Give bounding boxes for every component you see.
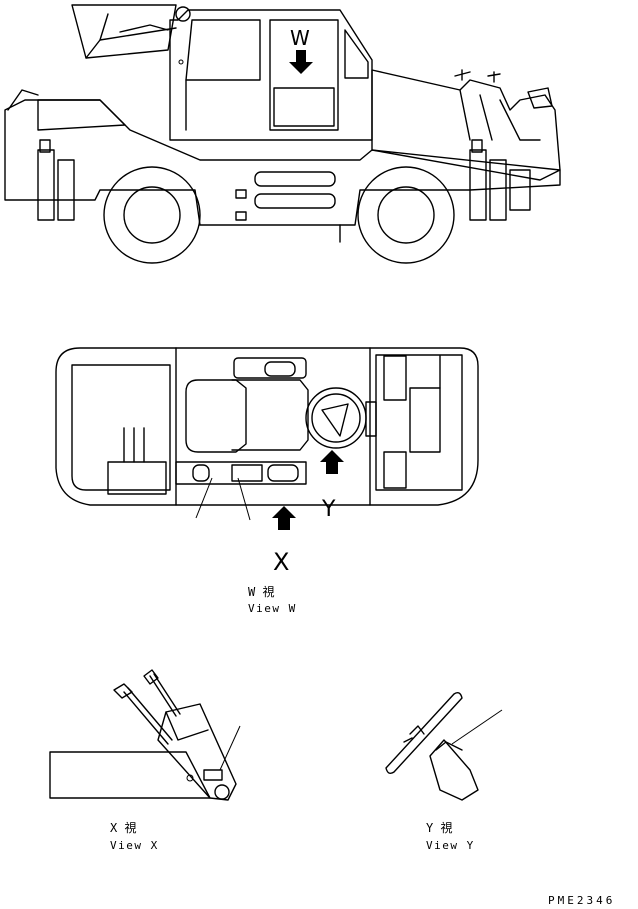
view-y-detail bbox=[385, 691, 503, 801]
y-arrow-icon bbox=[320, 450, 344, 474]
view-x-caption-jp: X 視 bbox=[110, 820, 136, 835]
drawing-code: PME2346 bbox=[548, 894, 615, 907]
w-arrow-icon bbox=[289, 50, 313, 74]
y-marker-label: Y bbox=[321, 497, 336, 522]
view-x-caption-en: View X bbox=[110, 839, 159, 852]
x-arrow-icon bbox=[272, 506, 296, 530]
cab-top-view: Y X bbox=[55, 347, 479, 576]
view-w-caption-jp: W 視 bbox=[248, 584, 274, 599]
view-x-detail bbox=[49, 669, 241, 801]
view-y-caption-jp: Y 視 bbox=[426, 820, 452, 835]
view-w-caption-en: View W bbox=[248, 602, 297, 615]
view-y-caption-en: View Y bbox=[426, 839, 475, 852]
w-marker-label: W bbox=[290, 26, 310, 50]
x-marker-label: X bbox=[273, 548, 289, 576]
crane-side-view: W bbox=[4, 4, 561, 264]
